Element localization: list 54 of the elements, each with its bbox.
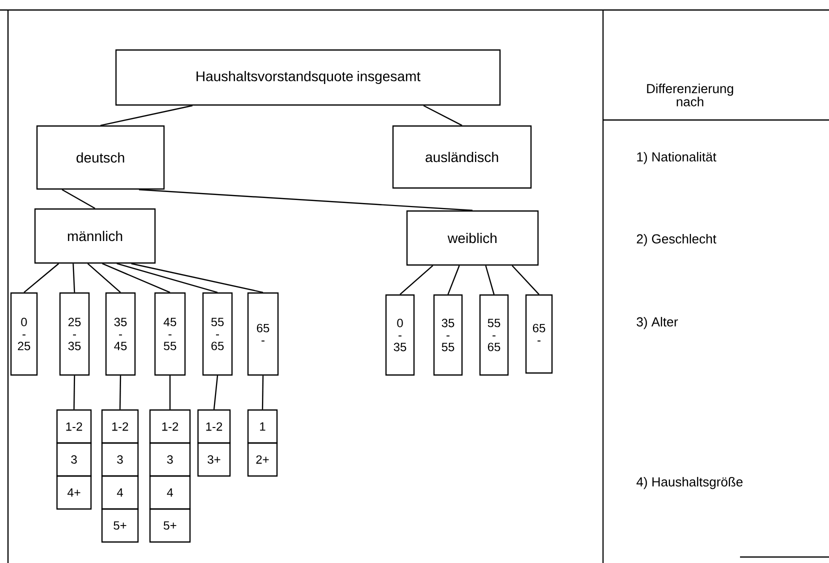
connector-line [102,263,170,293]
connector-line [213,376,218,410]
connector-line [138,189,473,211]
column-heading: Differenzierung nach [647,84,734,106]
criterion-label: 1) Nationalität [637,152,716,164]
household-size-box: 2+ [247,442,278,477]
category-box: weiblich [406,210,539,266]
household-size-box: 1-2 [56,409,92,444]
category-box: deutsch [36,125,165,190]
household-size-box: 1-2 [197,409,231,444]
connector-line [485,265,495,295]
connector-line [131,263,264,293]
criterion-label: 2) Geschlecht [636,234,716,246]
household-size-box: 3+ [197,442,231,477]
connector-line [512,265,540,295]
root-box: Haushaltsvorstandsquote insgesamt [115,49,501,106]
connector-line [262,376,264,410]
connector-line [116,263,218,293]
connector-line [100,105,193,126]
household-size-box: 1 [247,409,278,444]
household-size-box: 5+ [101,508,139,543]
household-size-box: 3 [56,442,92,477]
household-size-box: 4+ [56,475,92,510]
household-size-box: 3 [101,442,139,477]
connector-line [119,376,122,410]
connector-line [423,105,462,126]
age-box: 55 - 65 [202,292,233,376]
household-size-box: 1-2 [101,409,139,444]
connector-line [169,376,171,410]
connector-line [447,265,460,295]
household-size-box: 4 [101,475,139,510]
age-box: 65 - [247,292,279,376]
household-size-box: 5+ [149,508,191,543]
connector-line [87,263,121,293]
household-size-box: 3 [149,442,191,477]
household-size-box: 4 [149,475,191,510]
connector-line [73,376,76,410]
age-box: 0 - 35 [385,294,415,376]
connector-line [62,189,96,209]
criterion-label: 4) Haushaltsgröße [636,476,743,490]
connector-line [400,265,434,295]
criterion-label: 3) Alter [636,316,678,330]
age-box: 0 - 25 [10,292,38,376]
category-box: männlich [34,208,156,264]
age-box: 25 - 35 [59,292,90,376]
connector-line [24,263,60,293]
category-box: ausländisch [392,125,532,189]
connector-line [72,264,76,292]
age-box: 35 - 45 [105,292,136,376]
age-box: 55 - 65 [479,294,509,376]
age-box: 35 - 55 [433,294,463,376]
age-box: 45 - 55 [154,292,186,376]
household-size-box: 1-2 [149,409,191,444]
age-box: 65 - [525,294,553,374]
